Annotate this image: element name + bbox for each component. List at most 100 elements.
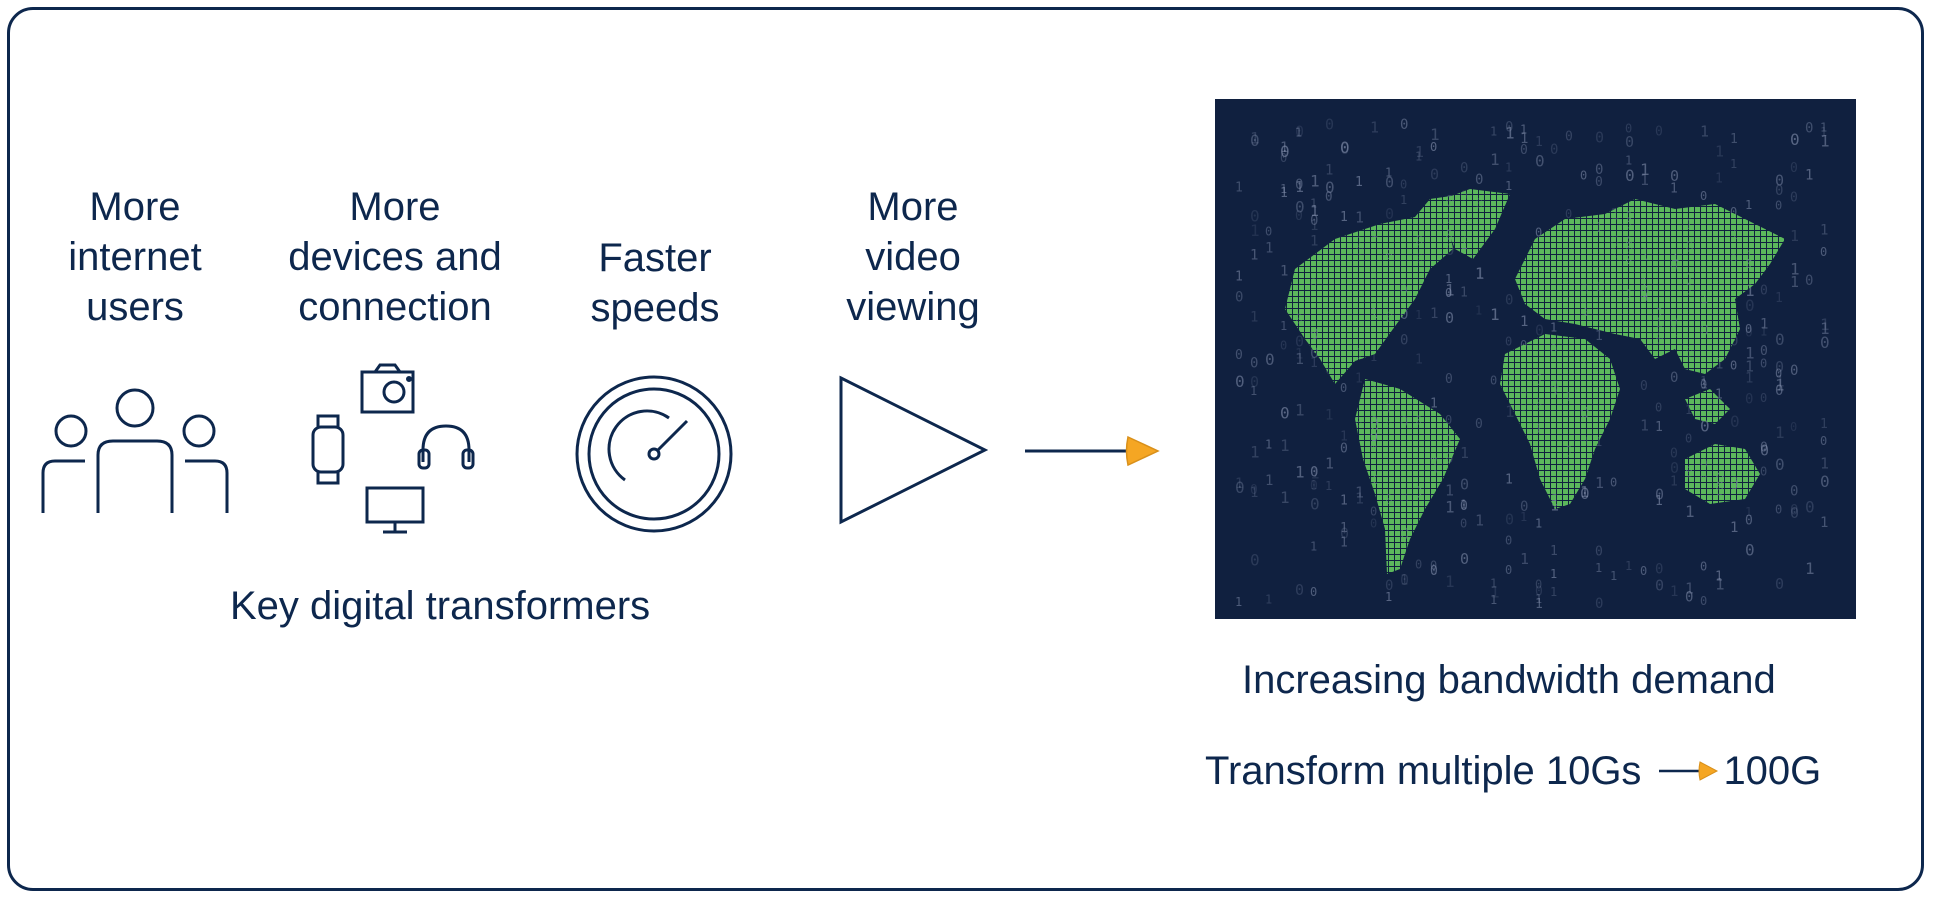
svg-text:0: 0 bbox=[1565, 130, 1573, 145]
svg-text:1: 1 bbox=[1745, 357, 1754, 375]
svg-text:1: 1 bbox=[1790, 273, 1799, 291]
svg-text:1: 1 bbox=[1310, 540, 1317, 554]
svg-text:1: 1 bbox=[1595, 474, 1604, 492]
svg-text:0: 0 bbox=[1490, 374, 1497, 388]
transform-from: Transform multiple 10Gs bbox=[1205, 748, 1642, 793]
svg-text:0: 0 bbox=[1340, 524, 1349, 542]
svg-text:1: 1 bbox=[1790, 227, 1799, 245]
svg-text:1: 1 bbox=[1385, 590, 1392, 604]
svg-text:0: 0 bbox=[1310, 344, 1319, 362]
svg-text:0: 0 bbox=[1340, 442, 1348, 457]
svg-text:1: 1 bbox=[1430, 396, 1438, 411]
svg-text:0: 0 bbox=[1595, 162, 1603, 178]
transformers-caption: Key digital transformers bbox=[230, 584, 651, 628]
svg-text:1: 1 bbox=[1310, 171, 1320, 190]
svg-text:0: 0 bbox=[1415, 558, 1422, 572]
svg-text:0: 0 bbox=[1700, 378, 1707, 392]
speedometer-icon bbox=[575, 375, 733, 533]
svg-text:1: 1 bbox=[1820, 120, 1827, 134]
svg-text:0: 0 bbox=[1775, 171, 1784, 189]
svg-text:0: 0 bbox=[1400, 177, 1407, 191]
transform-to: 100G bbox=[1723, 748, 1822, 793]
svg-text:1: 1 bbox=[1775, 372, 1785, 391]
diagram-frame bbox=[7, 7, 1924, 891]
svg-text:1: 1 bbox=[1325, 407, 1333, 423]
svg-text:1: 1 bbox=[1280, 140, 1288, 156]
svg-text:0: 0 bbox=[1595, 545, 1603, 560]
users-icon bbox=[41, 388, 229, 513]
svg-text:1: 1 bbox=[1790, 260, 1800, 279]
svg-text:0: 0 bbox=[1655, 401, 1662, 415]
svg-text:0: 0 bbox=[1820, 434, 1827, 448]
arrow-right-icon bbox=[1025, 435, 1160, 467]
svg-text:1: 1 bbox=[1490, 583, 1500, 602]
svg-text:1: 1 bbox=[1415, 150, 1422, 164]
svg-text:0: 0 bbox=[1745, 513, 1753, 528]
svg-text:0: 0 bbox=[1250, 373, 1259, 391]
svg-text:0: 0 bbox=[1535, 585, 1543, 600]
svg-text:0: 0 bbox=[1775, 383, 1783, 399]
svg-text:0: 0 bbox=[1430, 165, 1439, 183]
svg-text:1: 1 bbox=[1595, 561, 1602, 575]
svg-text:0: 0 bbox=[1640, 379, 1648, 394]
svg-text:0: 0 bbox=[1505, 335, 1512, 349]
svg-text:0: 0 bbox=[1775, 502, 1782, 516]
svg-text:1: 1 bbox=[1295, 463, 1305, 482]
svg-text:1: 1 bbox=[1670, 584, 1678, 600]
svg-text:1: 1 bbox=[1325, 479, 1332, 493]
svg-text:1: 1 bbox=[1640, 160, 1650, 179]
svg-text:1: 1 bbox=[1295, 350, 1304, 368]
svg-text:1: 1 bbox=[1505, 179, 1512, 193]
svg-text:0: 0 bbox=[1280, 142, 1290, 161]
svg-text:0: 0 bbox=[1790, 190, 1798, 205]
svg-text:0: 0 bbox=[1295, 122, 1304, 140]
svg-text:0: 0 bbox=[1505, 510, 1514, 528]
svg-text:1: 1 bbox=[1580, 483, 1589, 501]
svg-text:0: 0 bbox=[1385, 173, 1394, 191]
svg-text:1: 1 bbox=[1250, 384, 1257, 398]
svg-text:0: 0 bbox=[1460, 160, 1468, 176]
svg-text:0: 0 bbox=[1445, 309, 1454, 327]
svg-text:1: 1 bbox=[1715, 387, 1723, 402]
svg-text:1: 1 bbox=[1250, 310, 1258, 326]
svg-text:1: 1 bbox=[1280, 488, 1290, 507]
svg-text:0: 0 bbox=[1400, 307, 1408, 323]
svg-text:0: 0 bbox=[1430, 140, 1437, 154]
svg-text:1: 1 bbox=[1745, 198, 1752, 212]
svg-text:1: 1 bbox=[1430, 306, 1438, 322]
svg-text:1: 1 bbox=[1355, 208, 1364, 226]
svg-text:0: 0 bbox=[1595, 128, 1604, 146]
svg-text:0: 0 bbox=[1310, 479, 1318, 494]
svg-text:1: 1 bbox=[1430, 563, 1437, 577]
svg-text:1: 1 bbox=[1385, 166, 1392, 180]
svg-text:0: 0 bbox=[1400, 332, 1408, 348]
svg-text:0: 0 bbox=[1595, 596, 1603, 612]
svg-text:1: 1 bbox=[1250, 247, 1258, 263]
svg-text:1: 1 bbox=[1520, 122, 1527, 136]
svg-text:0: 0 bbox=[1265, 350, 1275, 369]
svg-text:1: 1 bbox=[1490, 125, 1497, 139]
svg-text:0: 0 bbox=[1385, 205, 1394, 223]
label-internet-users: More internet users bbox=[68, 185, 202, 329]
svg-text:0: 0 bbox=[1670, 459, 1679, 477]
svg-text:1: 1 bbox=[1460, 285, 1468, 300]
svg-text:1: 1 bbox=[1820, 417, 1828, 432]
svg-text:1: 1 bbox=[1535, 592, 1542, 606]
svg-text:0: 0 bbox=[1745, 392, 1753, 408]
svg-text:1: 1 bbox=[1730, 520, 1738, 536]
svg-text:1: 1 bbox=[1475, 304, 1482, 318]
svg-text:1: 1 bbox=[1400, 572, 1408, 588]
svg-text:1: 1 bbox=[1700, 123, 1709, 141]
svg-text:0: 0 bbox=[1430, 564, 1438, 579]
svg-text:1: 1 bbox=[1310, 356, 1318, 371]
svg-text:1: 1 bbox=[1295, 401, 1305, 420]
svg-text:1: 1 bbox=[1280, 186, 1288, 201]
svg-text:1: 1 bbox=[1505, 161, 1512, 175]
svg-text:0: 0 bbox=[1550, 142, 1558, 158]
svg-text:0: 0 bbox=[1580, 169, 1587, 183]
svg-text:1: 1 bbox=[1265, 437, 1272, 451]
svg-text:0: 0 bbox=[1250, 207, 1260, 226]
svg-text:0: 0 bbox=[1235, 478, 1245, 497]
svg-text:0: 0 bbox=[1640, 564, 1647, 578]
svg-text:0: 0 bbox=[1670, 370, 1678, 386]
